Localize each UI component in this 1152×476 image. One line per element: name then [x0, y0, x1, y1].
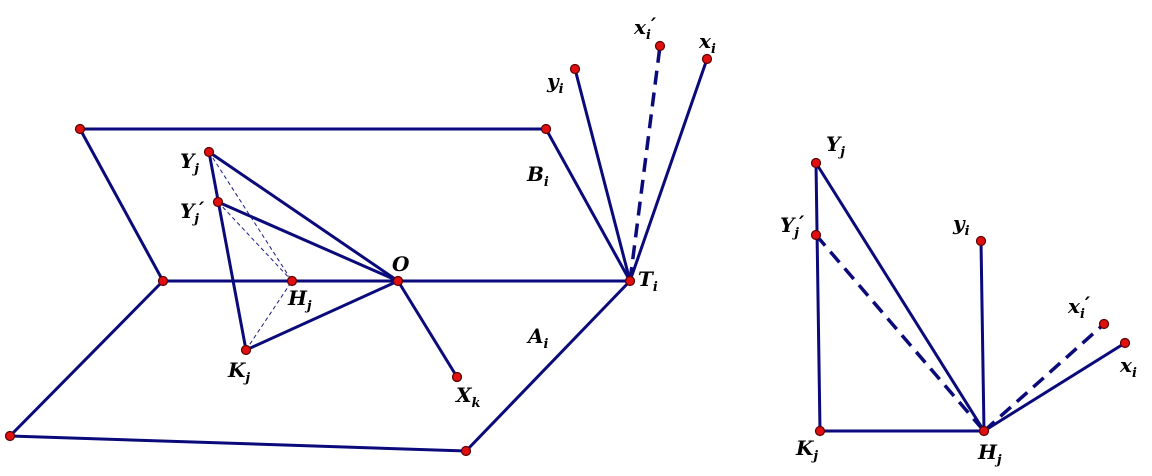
label-h: Hj	[287, 286, 312, 314]
ray-t-to-x	[628, 57, 709, 283]
segment-yprime-o	[216, 200, 400, 283]
point-y-small-right	[975, 235, 987, 247]
label-k-right: Kj	[795, 436, 818, 464]
point-y	[203, 146, 215, 158]
ray-t-to-y	[573, 67, 632, 283]
segment-h-x-right	[982, 341, 1127, 433]
segment-y-h-right	[814, 161, 986, 433]
label-y-prime-right: Yj′	[780, 211, 805, 241]
label-x-small-right: xi	[1119, 353, 1137, 381]
left-figure: Yj Yj′ Hj Kj O Xk Ti Bi Ai yi xi′ xi	[4, 13, 716, 457]
point	[4, 430, 16, 442]
label-x-small: xi	[698, 29, 716, 57]
point-y-small	[569, 63, 581, 75]
label-y-prime: Yj′	[180, 197, 205, 227]
dashed-yprime-h	[217, 201, 293, 282]
point	[540, 123, 552, 135]
segment-ysmall-h-right	[979, 239, 986, 433]
segment-y-k	[207, 150, 248, 352]
point	[460, 445, 472, 457]
label-y-small-right: yi	[952, 211, 970, 239]
label-b: Bi	[526, 162, 549, 190]
point-x-k	[451, 371, 463, 383]
point	[157, 275, 169, 287]
half-plane-a-boundary	[6, 279, 632, 453]
point-y-prime-right	[810, 229, 822, 241]
point-x-prime-right	[1098, 318, 1110, 330]
point-y-prime	[212, 196, 224, 208]
dashed-h-xprime-right	[982, 322, 1106, 433]
point-k-right	[814, 425, 826, 437]
label-h-right: Hj	[977, 440, 1002, 468]
label-x-k: Xk	[454, 383, 481, 411]
label-a: Ai	[526, 324, 549, 352]
dashed-yprime-h-right	[814, 233, 986, 433]
right-figure: Yj Yj′ yi xi′ xi Kj Hj	[780, 132, 1137, 468]
point-h-right	[978, 425, 990, 437]
label-y-right: Yj	[826, 132, 845, 160]
segment-o-x	[396, 279, 459, 379]
point-y-right	[810, 157, 822, 169]
label-x-prime: xi′	[633, 13, 657, 43]
point-x-small-right	[1119, 337, 1131, 349]
dashed-y-h	[208, 151, 293, 282]
point-x-prime	[654, 40, 666, 52]
point-o	[392, 275, 404, 287]
ray-t-to-x-prime	[628, 45, 662, 282]
point-k	[240, 344, 252, 356]
point-t	[624, 275, 636, 287]
point	[74, 123, 86, 135]
label-x-prime-right: xi′	[1067, 292, 1091, 322]
segment-k-o	[244, 279, 400, 352]
point-h	[286, 275, 298, 287]
segment-y-k-right	[814, 161, 822, 433]
label-o: O	[392, 252, 410, 276]
segment-y-o	[207, 150, 400, 283]
label-y: Yj	[180, 149, 199, 177]
point-x-small	[701, 53, 713, 65]
half-plane-b-boundary	[77, 127, 632, 283]
label-t: Ti	[638, 267, 658, 295]
label-k: Kj	[227, 358, 250, 386]
label-y-small: yi	[546, 69, 564, 97]
